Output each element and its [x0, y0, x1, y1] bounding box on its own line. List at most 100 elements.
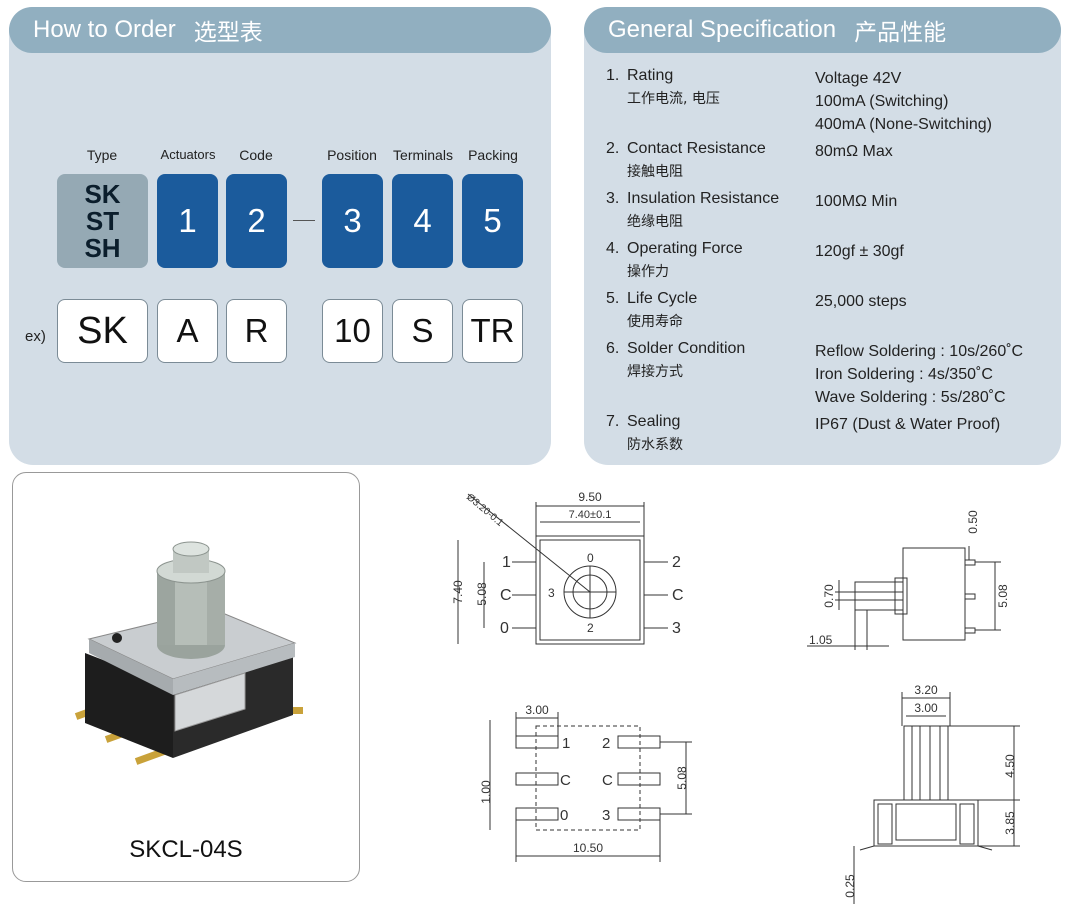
type-code-st: ST	[85, 205, 120, 236]
product-model-name: SKCL-04S	[129, 836, 243, 863]
side-view-drawing: 0.50 5.08 0.70 1.05	[807, 510, 1010, 650]
spec-num: 2.	[606, 140, 620, 157]
type-code-sk: SK	[84, 178, 121, 209]
spec-name-cn: 接触电阻	[627, 164, 683, 180]
front-dim-base: 0.25	[843, 874, 857, 898]
spec-name: Rating	[627, 67, 674, 84]
spec-values: 100MΩ Min	[815, 190, 897, 213]
slot-code: 2	[226, 174, 287, 268]
example-packing: TR	[462, 299, 523, 363]
top-dim-shaft: Ø3.20-0.1	[464, 492, 505, 529]
spec-values: 80mΩ Max	[815, 140, 893, 163]
how-to-order-panel: How to Order 选型表 Type Actuators Code Pos…	[9, 7, 551, 465]
top-pin-label: C	[672, 587, 684, 604]
front-dim-outer: 3.20	[914, 683, 938, 697]
front-dim-inner: 3.00	[914, 701, 938, 715]
top-dim-height: 7.40	[451, 580, 465, 604]
product-photo-card: SKCL-04S	[12, 472, 360, 882]
slot-actuators: 1	[157, 174, 218, 268]
spec-values: Reflow Soldering : 10s/260˚C Iron Solder…	[815, 340, 1023, 409]
top-dial-label: 2	[587, 621, 594, 635]
label-packing: Packing	[468, 147, 518, 163]
spec-num: 4.	[606, 240, 620, 257]
footprint-pin-label: C	[602, 772, 613, 789]
side-dim-pin: 0.70	[822, 584, 836, 608]
slot-terminals: 4	[392, 174, 453, 268]
spec-value: Iron Soldering : 4s/350˚C	[815, 366, 993, 383]
footprint-dim-pad: 3.00	[525, 703, 549, 717]
top-pin-label: 1	[502, 554, 511, 571]
spec-name-cn: 防水系数	[627, 437, 683, 453]
footprint-dim-pitch: 5.08	[675, 766, 689, 790]
spec-num: 5.	[606, 290, 620, 307]
top-dim-inner: 7.40±0.1	[569, 509, 612, 521]
order-separator-dash	[293, 220, 315, 221]
top-pin-label: C	[500, 587, 512, 604]
footprint-dim-width: 10.50	[573, 841, 603, 855]
top-dim-width: 9.50	[578, 490, 602, 504]
spec-num: 3.	[606, 190, 620, 207]
label-actuators: Actuators	[160, 147, 216, 162]
spec-value: 25,000 steps	[815, 293, 907, 310]
top-pin-label: 3	[672, 620, 681, 637]
how-to-order-title: How to Order	[33, 16, 176, 43]
spec-name-cn: 操作力	[627, 264, 669, 280]
label-position: Position	[327, 147, 377, 163]
type-code-box: SK ST SH	[57, 174, 148, 268]
spec-name: Insulation Resistance	[627, 190, 780, 207]
spec-value: Voltage 42V	[815, 70, 902, 87]
label-type: Type	[86, 147, 118, 163]
example-actuators: A	[157, 299, 218, 363]
spec-num: 1.	[606, 67, 620, 84]
spec-name: Solder Condition	[627, 340, 746, 357]
spec-num: 7.	[606, 413, 620, 430]
spec-values: Voltage 42V 100mA (Switching) 400mA (Non…	[815, 67, 992, 136]
spec-name: Contact Resistance	[627, 140, 766, 157]
how-to-order-title-cn: 选型表	[193, 20, 263, 46]
spec-name-cn: 绝缘电阻	[627, 214, 683, 230]
spec-name: Life Cycle	[627, 290, 698, 307]
spec-name-cn: 使用寿命	[627, 314, 683, 330]
general-specification-header: General Specification 产品性能	[584, 7, 1061, 53]
top-dial-label: 0	[587, 551, 594, 565]
label-code: Code	[239, 147, 273, 163]
spec-name: Operating Force	[627, 240, 743, 257]
front-dim-body: 3.85	[1003, 811, 1017, 835]
general-specification-panel: General Specification 产品性能 1. Rating 工作电…	[584, 7, 1061, 465]
top-view-drawing: 9.50 7.40±0.1 Ø3.20-0.1 7.40 5.08 1 C 0 …	[451, 490, 684, 645]
footprint-pin-label: C	[560, 772, 571, 789]
general-specification-title: General Specification	[608, 16, 837, 43]
spec-values: 25,000 steps	[815, 290, 907, 313]
side-dim-top: 0.50	[966, 510, 980, 534]
front-dim-shaft: 4.50	[1003, 754, 1017, 778]
side-dim-shaft: 1.05	[809, 633, 833, 647]
spec-value: 80mΩ Max	[815, 143, 893, 160]
how-to-order-header: How to Order 选型表	[9, 7, 551, 53]
top-pin-label: 2	[672, 554, 681, 571]
spec-num: 6.	[606, 340, 620, 357]
footprint-dim-gap: 1.00	[479, 780, 493, 804]
top-pin-label: 0	[500, 620, 509, 637]
example-type: SK	[57, 299, 148, 363]
product-illustration	[74, 541, 303, 765]
side-dim-pitch: 5.08	[996, 584, 1010, 608]
spec-value: Wave Soldering : 5s/280˚C	[815, 389, 1006, 406]
spec-values: 120gf ± 30gf	[815, 240, 904, 263]
spec-value: 120gf ± 30gf	[815, 243, 904, 260]
top-dial-label: 3	[548, 586, 555, 600]
footprint-pin-label: 3	[602, 807, 610, 824]
example-terminals: S	[392, 299, 453, 363]
spec-value: IP67 (Dust & Water Proof)	[815, 416, 1001, 433]
spec-values: IP67 (Dust & Water Proof)	[815, 413, 1000, 436]
label-terminals: Terminals	[393, 147, 453, 163]
pcb-footprint-drawing: 3.00 1.00 5.08 10.50 1 C 0 2 C 3	[479, 703, 692, 862]
spec-name: Sealing	[627, 413, 681, 430]
front-view-drawing: 3.20 3.00 4.50 3.85 0.25	[843, 683, 1020, 904]
spec-name-cn: 焊接方式	[627, 364, 683, 380]
example-position: 10	[322, 299, 383, 363]
top-dim-pitch: 5.08	[475, 582, 489, 606]
footprint-pin-label: 2	[602, 735, 610, 752]
spec-value: 100MΩ Min	[815, 193, 898, 210]
type-code-sh: SH	[84, 232, 121, 263]
slot-position: 3	[322, 174, 383, 268]
